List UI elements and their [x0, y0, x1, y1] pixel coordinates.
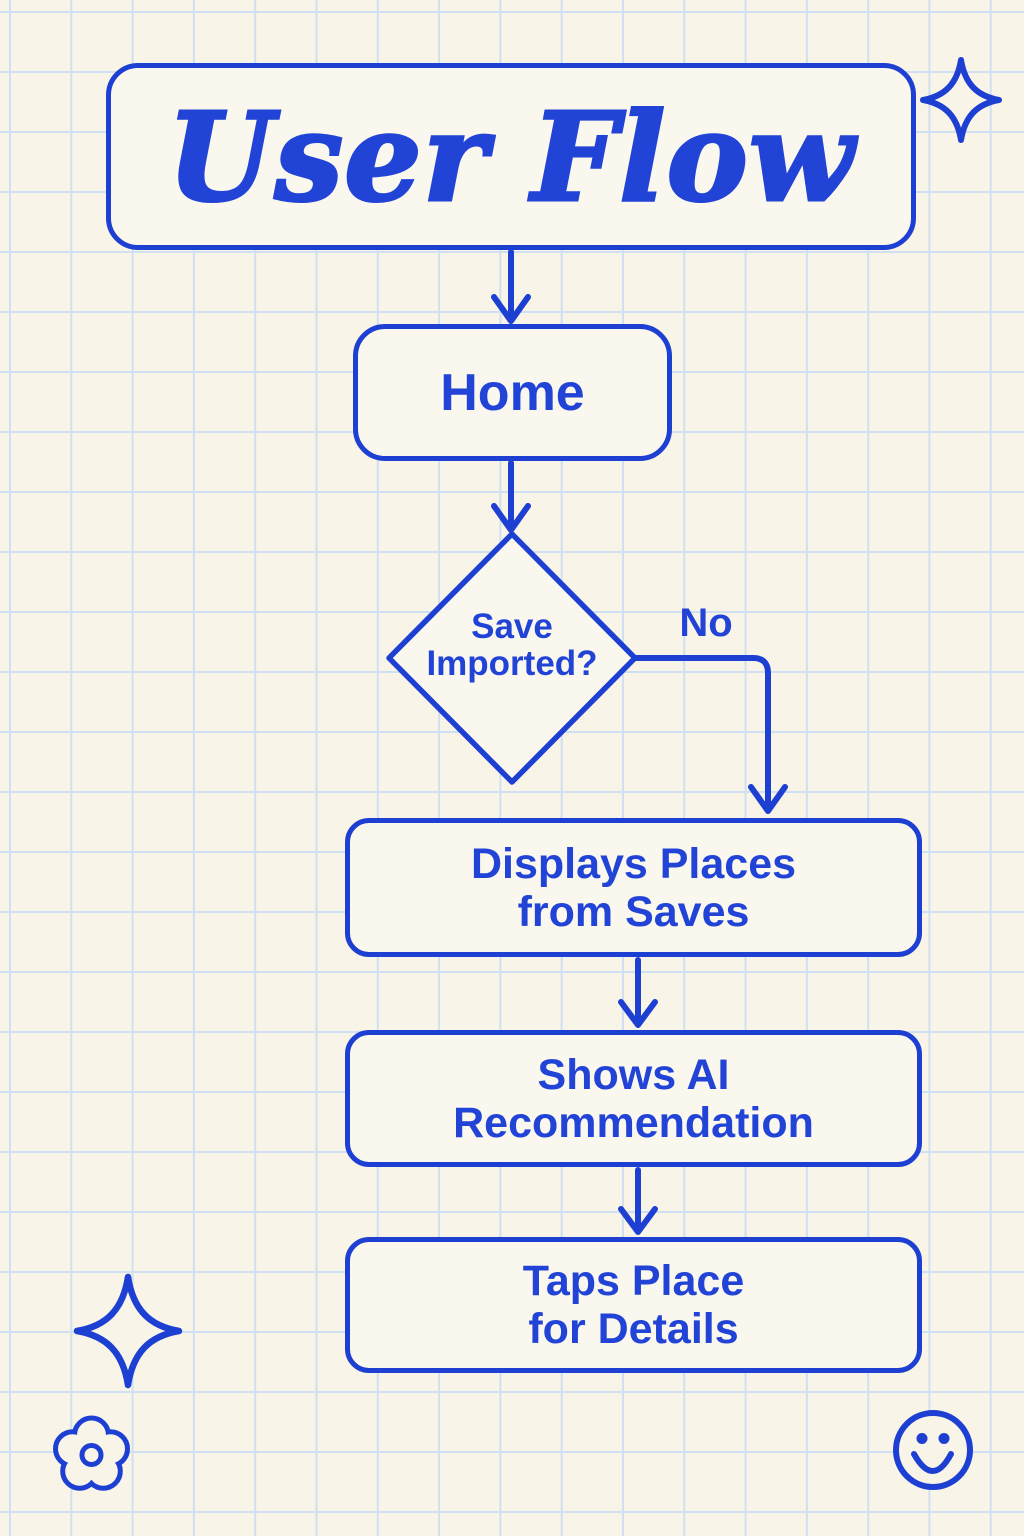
node-displays-places: Displays Places from Saves [345, 818, 922, 957]
arrow-shows-to-taps [618, 1167, 658, 1235]
node-shows-ai: Shows AI Recommendation [345, 1030, 922, 1167]
displays-places-line-1: Displays Places [470, 839, 797, 888]
taps-place-line-2: for Details [528, 1305, 739, 1353]
decision-diamond [386, 531, 638, 785]
decision-line-1: Save [471, 607, 553, 646]
arrow-no-branch [633, 655, 788, 814]
node-decision-label: Save Imported? [392, 608, 632, 682]
arrow-title-to-home [491, 249, 531, 324]
arrow-displays-to-shows [618, 957, 658, 1028]
smiley-icon [893, 1410, 973, 1490]
node-home: Home [353, 324, 672, 461]
node-taps-place: Taps Place for Details [345, 1237, 922, 1373]
shows-ai-line-1: Shows AI [537, 1050, 730, 1099]
displays-places-line-2: from Saves [517, 887, 750, 936]
edge-label-no: No [679, 601, 733, 645]
arrow-home-to-decision [491, 460, 531, 533]
sparkle-icon [73, 1273, 183, 1389]
flow-title: User Flow [166, 83, 856, 230]
decision-line-2: Imported? [426, 644, 598, 683]
flower-icon [53, 1415, 130, 1491]
flow-title-box: User Flow [106, 63, 916, 250]
node-home-label: Home [440, 363, 585, 422]
taps-place-line-1: Taps Place [522, 1257, 745, 1305]
sparkle-icon [920, 57, 1002, 143]
shows-ai-line-2: Recommendation [453, 1098, 814, 1147]
